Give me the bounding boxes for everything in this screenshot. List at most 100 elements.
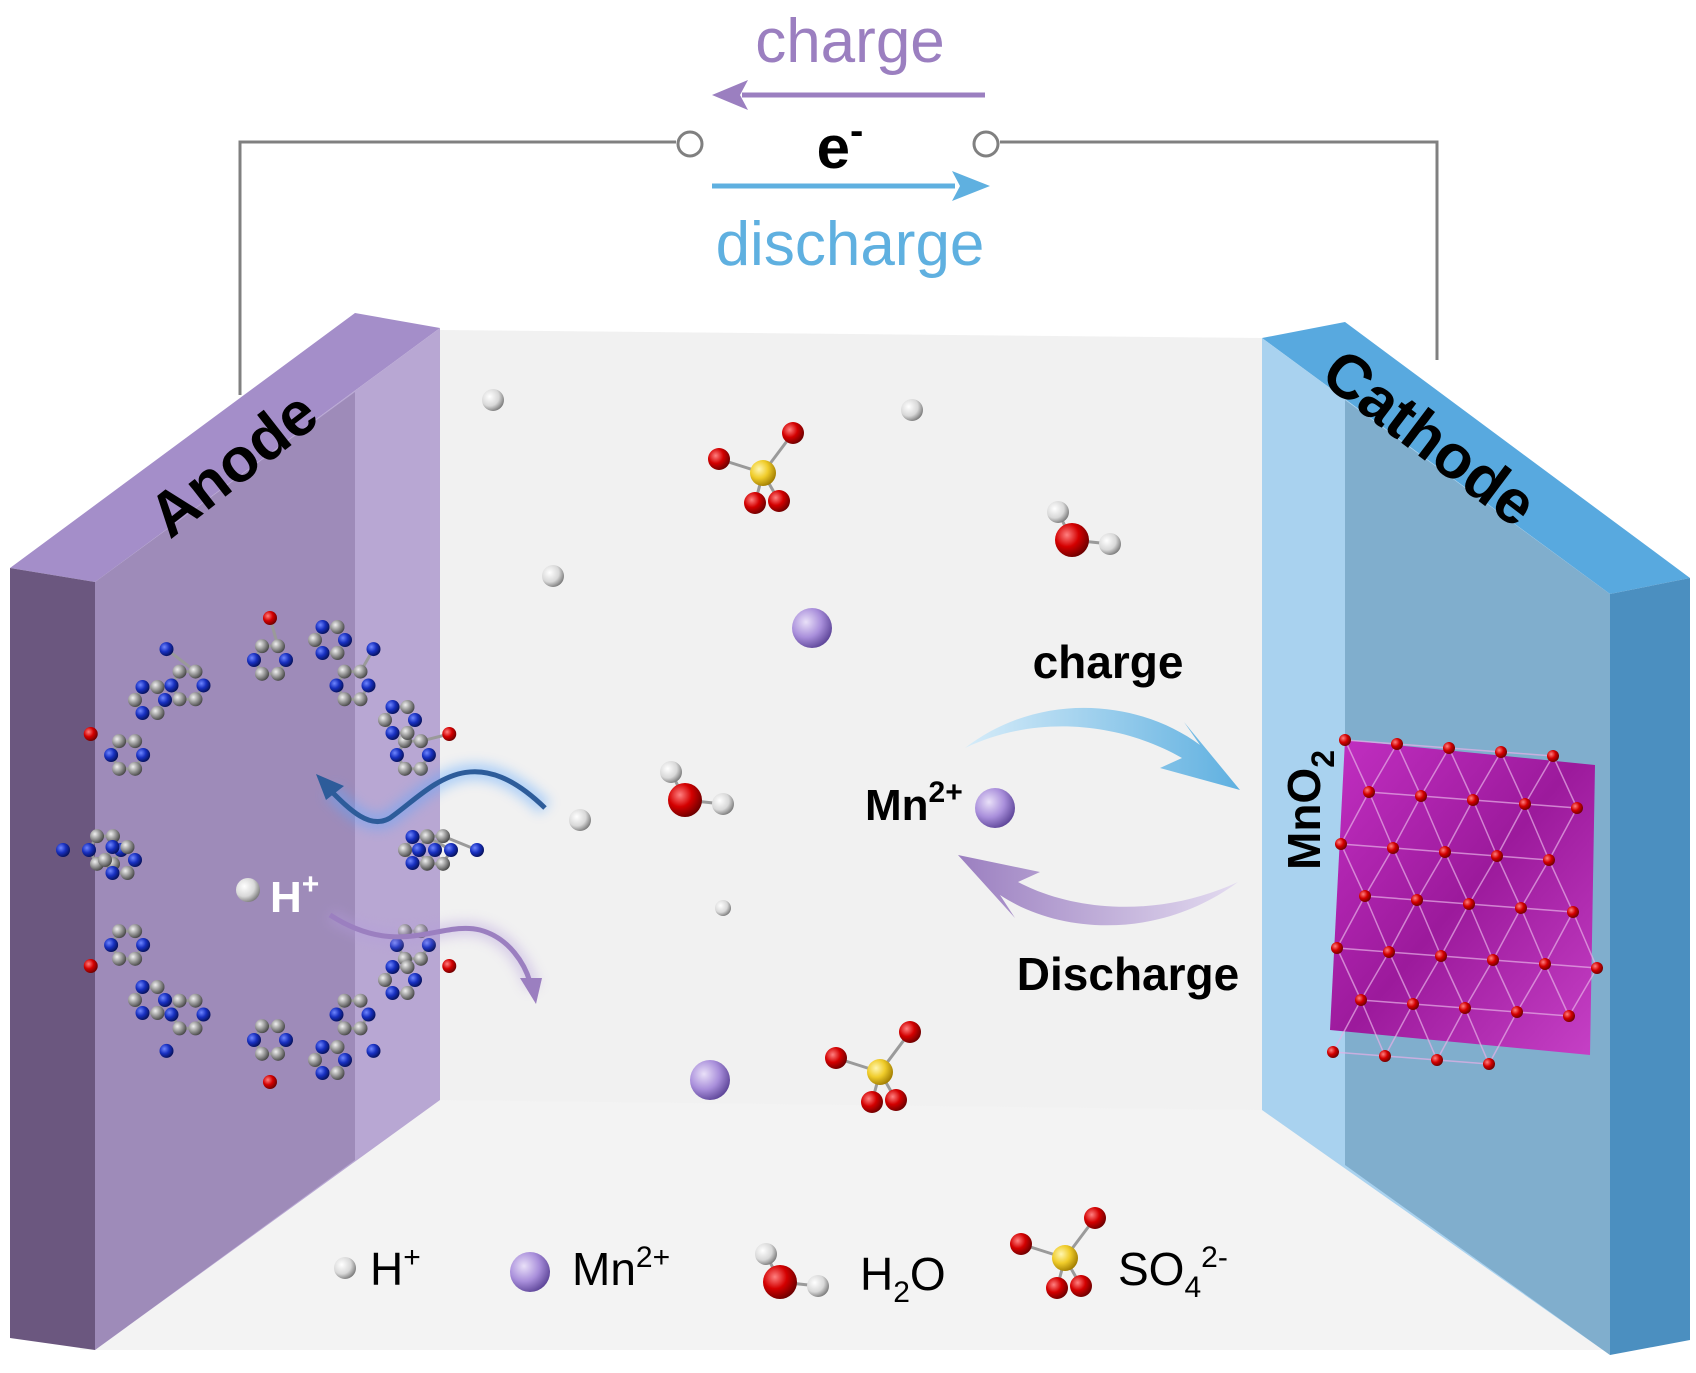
mno2-edge (1468, 903, 1494, 961)
oxygen-atom (1327, 1046, 1339, 1058)
carbon-atom (271, 666, 285, 681)
nitrogen-atom (135, 705, 150, 720)
carbon-atom (150, 1005, 165, 1020)
carbon-atom (112, 951, 127, 966)
mno2-edge (1368, 791, 1422, 797)
carbon-atom (128, 951, 143, 966)
anode-inner-shade (95, 392, 355, 1350)
hydrogen-atom (1099, 533, 1121, 555)
nitrogen-atom (279, 653, 293, 667)
mno2-edge (1472, 799, 1498, 857)
mno2-edge (1444, 799, 1474, 853)
carbon-atom (353, 664, 368, 679)
oxygen-atom (763, 1265, 797, 1299)
carbon-atom (378, 973, 392, 987)
oxygen-atom (1439, 846, 1451, 858)
proton-in-arrowhead (316, 774, 344, 800)
mno2-edge (1416, 899, 1470, 905)
mno2-edge (1340, 791, 1370, 845)
mno2-edge (1444, 851, 1498, 857)
nitrogen-atom (408, 973, 422, 987)
nitrogen-atom (385, 985, 400, 1000)
wire-right (1000, 140, 1439, 360)
circuit-charge-label: charge (755, 7, 945, 76)
mno2-edge (1384, 1003, 1414, 1057)
oxygen-atom (442, 959, 457, 973)
mno2-edge (1520, 907, 1574, 913)
oxygen-atom (442, 727, 457, 741)
oxygen-atom (782, 422, 804, 444)
nitrogen-atom (361, 1007, 376, 1022)
hydrogen-atom (755, 1243, 777, 1265)
oxygen-atom (899, 1021, 921, 1043)
mno2-edge (1468, 903, 1522, 909)
nitrogen-atom (247, 653, 261, 667)
nitrogen-atom (82, 843, 96, 857)
h-plus-ion (334, 1257, 356, 1279)
oxygen-atom (83, 959, 98, 973)
carbon-atom (400, 700, 415, 715)
nitrogen-atom (315, 1040, 330, 1055)
electron-label: e- (817, 109, 864, 181)
mno2-edge (1412, 955, 1442, 1005)
carbon-atom (337, 993, 352, 1008)
mno2-edge (1548, 859, 1574, 913)
sulfur-atom (867, 1059, 893, 1085)
nitrogen-atom (128, 853, 142, 867)
mno2-edge (1332, 999, 1362, 1053)
sulfur-atom (750, 460, 776, 486)
mn-ion (510, 1252, 550, 1292)
nitrogen-atom (159, 1043, 174, 1058)
discharge-arrowhead (952, 171, 990, 201)
oxygen-atom (1571, 802, 1583, 814)
nitrogen-atom (158, 993, 172, 1007)
mno2-edge (1340, 843, 1366, 897)
carbon-atom (112, 924, 127, 939)
mno2-edge (1364, 895, 1390, 953)
mno2-edge (1344, 739, 1370, 793)
oxygen-atom (1539, 958, 1551, 970)
nitrogen-atom (315, 620, 330, 635)
mno2-edge (1392, 795, 1422, 849)
nitrogen-atom (135, 680, 150, 695)
mno2-edge (1368, 743, 1398, 793)
nitrogen-atom (159, 642, 174, 657)
oxygen-atom (861, 1091, 883, 1113)
nitrogen-atom (158, 693, 172, 707)
oxygen-atom (1563, 1010, 1575, 1022)
mno2-edge (1440, 903, 1470, 957)
nitrogen-atom (279, 1033, 293, 1047)
mno2-edge (1336, 947, 1390, 953)
oxygen-atom (1487, 954, 1499, 966)
sulfate-ion (1010, 1207, 1106, 1299)
carbon-atom (330, 620, 345, 635)
mno2-edge (1488, 1011, 1518, 1065)
wire-left (238, 140, 676, 395)
oxygen-atom (1046, 1277, 1068, 1299)
carbon-atom (255, 639, 269, 654)
mno2-edge (1500, 751, 1526, 805)
mno2-body (1330, 740, 1595, 1055)
carbon-atom (378, 713, 392, 727)
mno2-edge (1388, 951, 1442, 957)
mn-ion (690, 1060, 730, 1100)
mno2-edge (1440, 955, 1494, 961)
carbon-atom (400, 985, 415, 1000)
nitrogen-atom (405, 855, 420, 870)
nitrogen-atom (329, 1007, 344, 1022)
mno2-edge (1464, 959, 1494, 1009)
carbon-atom (308, 633, 322, 647)
nitrogen-atom (135, 980, 150, 995)
carbon-atom (337, 664, 352, 679)
oxygen-atom (885, 1089, 907, 1111)
carbon-atom (255, 1019, 269, 1034)
legend-h-plus-label: H+ (370, 1241, 421, 1295)
h-plus-ion (236, 878, 260, 902)
mno2-edge (1492, 959, 1518, 1013)
carbon-atom (337, 692, 352, 707)
carbon-atom (90, 829, 104, 844)
oxygen-atom (1355, 994, 1367, 1006)
oxygen-atom (1407, 998, 1419, 1010)
mno2-edge (1388, 951, 1414, 1005)
